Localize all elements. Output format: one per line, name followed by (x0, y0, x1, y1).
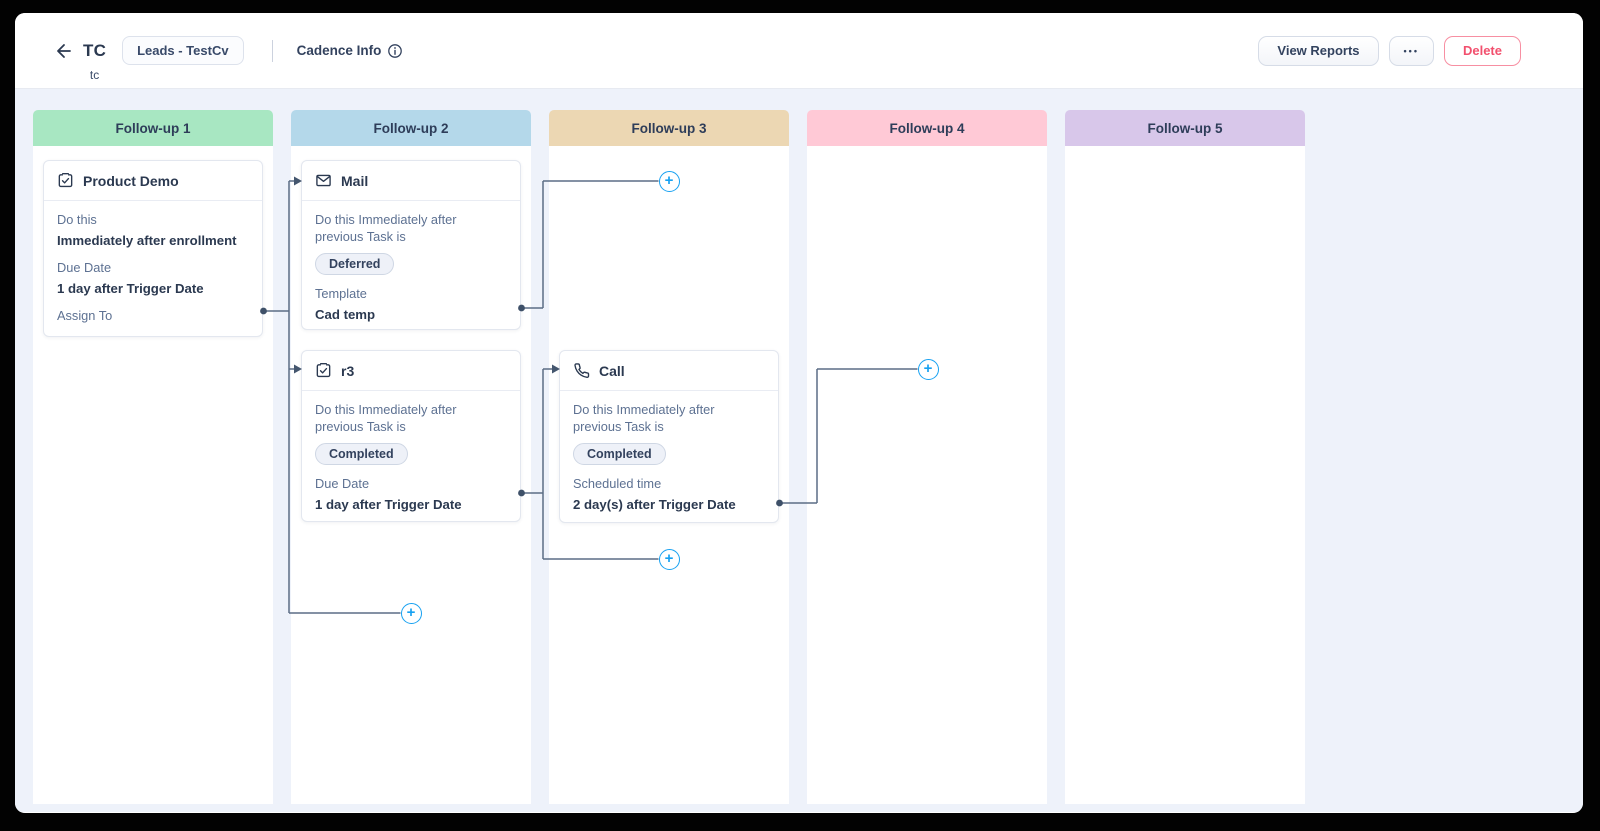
plus-icon: + (664, 172, 674, 189)
view-reports-button[interactable]: View Reports (1258, 35, 1379, 66)
field-value: Immediately after enrollment (57, 232, 237, 248)
plus-icon: + (664, 550, 674, 567)
header-divider (271, 39, 273, 62)
field-label: Assign To (57, 308, 113, 324)
mail-icon (316, 174, 331, 187)
field-value: 2 day(s) after Trigger Date (573, 496, 736, 512)
field-label: Do this (57, 212, 97, 227)
card-body: Do this Immediately after previous Task … (302, 391, 520, 521)
column-header: Follow-up 3 (549, 110, 789, 146)
delete-button[interactable]: Delete (1443, 35, 1521, 66)
status-badge: Deferred (315, 252, 395, 275)
card-condition: Do this Immediately after previous Task … (573, 402, 765, 465)
cadence-board: Follow-up 1 Follow-up 2 Follow-up 3 Foll… (15, 89, 1583, 812)
condition-label: Do this Immediately after previous Task … (315, 212, 457, 244)
column-panel (1065, 146, 1305, 804)
page-title: TC (83, 40, 107, 60)
column-header: Follow-up 5 (1065, 110, 1305, 146)
back-button[interactable] (51, 39, 75, 63)
field-label: Due Date (57, 260, 112, 276)
title-stack: TC tc (83, 40, 107, 82)
column-header: Follow-up 4 (807, 110, 1047, 146)
card-field: Template Cad temp (315, 286, 507, 323)
page-subtitle: tc (89, 67, 100, 82)
field-label: Due Date (315, 475, 370, 491)
add-step-button[interactable]: + (658, 170, 680, 192)
column-header: Follow-up 1 (33, 110, 273, 146)
field-value: Cad temp (315, 306, 376, 322)
condition-label: Do this Immediately after previous Task … (315, 402, 457, 434)
field-value: 1 day after Trigger Date (57, 280, 204, 296)
card-field: Assign To (57, 308, 249, 325)
column-follow-up-5: Follow-up 5 (1065, 110, 1305, 804)
condition-label: Do this Immediately after previous Task … (573, 402, 715, 434)
cadence-info: Cadence Info (297, 43, 404, 59)
add-step-button[interactable]: + (917, 358, 939, 380)
app-window: TC tc Leads - TestCv Cadence Info View R… (15, 13, 1583, 813)
card-body: Do this Immediately after previous Task … (560, 391, 778, 522)
task-icon (58, 173, 73, 188)
add-step-button[interactable]: + (400, 602, 422, 624)
card-title: Call (599, 362, 625, 379)
plus-icon: + (923, 360, 933, 377)
card-body: Do this Immediately after previous Task … (302, 201, 520, 329)
task-icon (316, 363, 331, 378)
more-options-button[interactable]: ••• (1388, 35, 1434, 66)
card-field: Do this Immediately after enrollment (57, 212, 249, 249)
add-step-button[interactable]: + (658, 548, 680, 570)
card-title: r3 (341, 362, 355, 379)
task-card-product-demo[interactable]: Product Demo Do this Immediately after e… (43, 160, 263, 337)
field-label: Scheduled time (573, 475, 662, 491)
status-badge: Completed (315, 442, 408, 465)
card-header: Product Demo (44, 161, 262, 201)
status-badge: Completed (573, 442, 666, 465)
top-bar: TC tc Leads - TestCv Cadence Info View R… (15, 13, 1583, 89)
task-card-call[interactable]: Call Do this Immediately after previous … (559, 350, 779, 523)
card-body: Do this Immediately after enrollment Due… (44, 201, 262, 336)
card-title: Product Demo (83, 172, 179, 189)
column-header: Follow-up 2 (291, 110, 531, 146)
card-field: Scheduled time 2 day(s) after Trigger Da… (573, 476, 765, 513)
call-icon (574, 363, 590, 378)
column-follow-up-4: Follow-up 4 (807, 110, 1047, 804)
card-title: Mail (341, 172, 369, 189)
topbar-actions: View Reports ••• Delete (1258, 35, 1521, 66)
field-value: 1 day after Trigger Date (315, 496, 462, 512)
info-icon[interactable] (387, 43, 403, 59)
task-card-r3[interactable]: r3 Do this Immediately after previous Ta… (301, 350, 521, 522)
card-header: Call (560, 351, 778, 391)
module-chip: Leads - TestCv (122, 36, 244, 65)
card-condition: Do this Immediately after previous Task … (315, 212, 507, 275)
card-condition: Do this Immediately after previous Task … (315, 402, 507, 465)
task-card-mail[interactable]: Mail Do this Immediately after previous … (301, 160, 521, 330)
arrow-left-icon (57, 43, 71, 58)
card-header: r3 (302, 351, 520, 391)
cadence-info-label: Cadence Info (296, 43, 382, 58)
field-label: Template (315, 285, 367, 301)
plus-icon: + (406, 604, 416, 621)
card-field: Due Date 1 day after Trigger Date (57, 260, 249, 297)
card-field: Due Date 1 day after Trigger Date (315, 476, 507, 513)
column-panel (807, 146, 1047, 804)
card-header: Mail (302, 161, 520, 201)
